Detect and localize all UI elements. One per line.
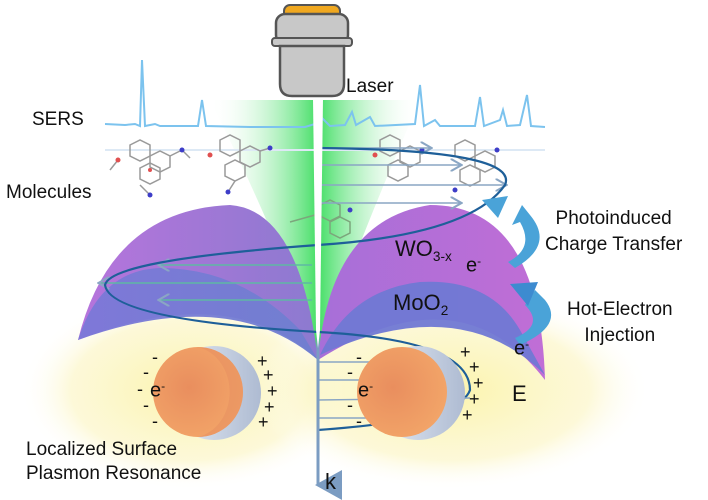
charge-plus: +: [267, 381, 278, 401]
moo2-base: MoO: [393, 290, 441, 315]
lspr-line2: Plasmon Resonance: [26, 463, 202, 484]
photoinduced-charge-transfer-label: Photoinduced Charge Transfer: [545, 206, 682, 258]
molecule-1: [109, 139, 191, 198]
nanoparticle-left: [153, 346, 261, 440]
e-base: e: [150, 379, 162, 402]
hot-electron-arrow: [515, 290, 552, 345]
wo3-label: WO3-x: [395, 237, 452, 264]
moo2-subscript: 2: [440, 302, 449, 318]
electron-label-wo3: e-: [466, 255, 481, 277]
moo2-label: MoO2: [393, 291, 448, 318]
photoinduced-line2: Charge Transfer: [545, 234, 683, 255]
charge-plus: +: [462, 405, 473, 425]
charge-minus: -: [143, 395, 149, 415]
wo3-base: WO: [395, 236, 433, 261]
nanoparticle-right: [357, 346, 465, 440]
charge-plus: +: [257, 351, 268, 371]
charge-minus: -: [152, 347, 158, 367]
e-sup: -: [369, 379, 374, 393]
charge-plus: +: [263, 365, 274, 385]
charge-minus: -: [152, 411, 158, 431]
lspr-line1: Localized Surface: [26, 439, 178, 460]
e-sup: -: [477, 254, 482, 268]
sers-label: SERS: [32, 109, 84, 130]
molecules-label: Molecules: [6, 182, 92, 203]
e-sup: -: [525, 337, 530, 351]
hot-electron-line1: Hot-Electron: [567, 299, 673, 320]
moo2-shell-left: [78, 268, 318, 360]
photoinduced-transfer-arrow: [508, 205, 540, 268]
charge-plus: +: [469, 357, 480, 377]
charge-minus: -: [347, 362, 353, 382]
e-base: e: [514, 337, 526, 360]
molecule-2: [207, 134, 273, 195]
hot-electron-line2: Injection: [584, 325, 656, 346]
charge-plus: +: [469, 389, 480, 409]
photoinduced-arrowhead: [482, 196, 508, 218]
laser-beam-left: [210, 100, 318, 360]
electron-label-right-particle: e-: [358, 380, 373, 402]
photoinduced-line1: Photoinduced: [555, 208, 672, 229]
charge-minus: -: [143, 362, 149, 382]
lspr-label: Localized Surface Plasmon Resonance: [26, 438, 201, 486]
laser-label: Laser: [346, 76, 394, 97]
wo3-subscript: 3-x: [432, 248, 452, 264]
e-base: e: [466, 254, 478, 277]
hot-electron-arrowhead: [510, 282, 538, 306]
charge-minus: -: [137, 379, 143, 399]
k-vector-label: k: [325, 469, 336, 494]
field-arrows-left: [100, 265, 312, 300]
charge-plus: +: [258, 412, 269, 432]
em-wave: [103, 146, 508, 432]
charge-minus: -: [356, 411, 362, 431]
charge-minus: -: [347, 395, 353, 415]
e-field-label: E: [512, 381, 527, 406]
electron-label-left-particle: e-: [150, 380, 165, 402]
e-base: e: [358, 379, 370, 402]
hot-electron-injection-label: Hot-Electron Injection: [567, 297, 673, 349]
charge-plus: +: [460, 342, 471, 362]
charge-plus: +: [473, 373, 484, 393]
charge-minus: -: [356, 347, 362, 367]
charge-plus: +: [264, 397, 275, 417]
sers-spectrum: [104, 59, 546, 128]
objective-lens-icon: [271, 4, 353, 98]
laser-core: [313, 98, 323, 348]
e-sup: -: [161, 379, 166, 393]
moo2-shell-right: [320, 281, 545, 375]
field-arrows-upper: [318, 148, 505, 203]
electron-label-moo2: e-: [514, 338, 529, 360]
